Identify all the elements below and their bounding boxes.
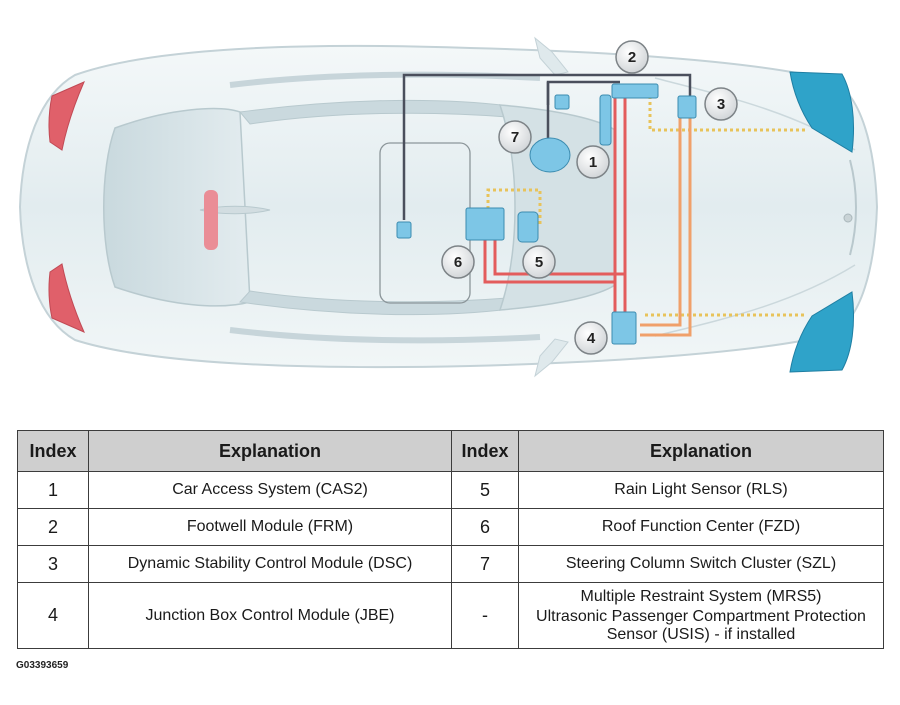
index-cell: 7 <box>451 545 519 583</box>
explanation-cell: Roof Function Center (FZD) <box>518 508 884 546</box>
header-index-a: Index <box>17 430 89 472</box>
index-cell: 4 <box>17 582 89 649</box>
header-index-b: Index <box>451 430 519 472</box>
svg-text:2: 2 <box>628 49 636 66</box>
callout-3: 3 <box>704 87 738 121</box>
index-cell: 1 <box>17 471 89 509</box>
legend-table: Index Explanation Index Explanation 1 Ca… <box>17 430 884 649</box>
table-row: 3 Dynamic Stability Control Module (DSC)… <box>17 545 884 583</box>
third-brake-light <box>204 190 218 250</box>
table-row: 1 Car Access System (CAS2) 5 Rain Light … <box>17 471 884 509</box>
header-explanation-a: Explanation <box>88 430 452 472</box>
callout-4: 4 <box>574 321 608 355</box>
explanation-cell: Steering Column Switch Cluster (SZL) <box>518 545 884 583</box>
headlight-left <box>789 71 854 153</box>
index-cell: 5 <box>451 471 519 509</box>
svg-text:7: 7 <box>511 129 519 146</box>
taillight-right <box>48 263 85 333</box>
table-header-row: Index Explanation Index Explanation <box>17 430 884 472</box>
index-cell: 3 <box>17 545 89 583</box>
index-cell: 6 <box>451 508 519 546</box>
index-cell: - <box>451 582 519 649</box>
callout-6: 6 <box>441 245 475 279</box>
figure-id: G03393659 <box>16 660 69 671</box>
table-row: 2 Footwell Module (FRM) 6 Roof Function … <box>17 508 884 546</box>
bus-orange <box>640 115 692 337</box>
callout-5: 5 <box>522 245 556 279</box>
callout-1: 1 <box>576 145 610 179</box>
explanation-cell: Rain Light Sensor (RLS) <box>518 471 884 509</box>
bus-yellow <box>486 90 806 317</box>
header-explanation-b: Explanation <box>518 430 884 472</box>
index-cell: 2 <box>17 508 89 546</box>
bus-dark <box>402 73 692 220</box>
svg-text:3: 3 <box>717 96 725 113</box>
svg-text:1: 1 <box>589 154 597 171</box>
vehicle-network-diagram: 1 2 3 4 5 6 7 <box>18 36 879 378</box>
callout-2: 2 <box>615 40 649 74</box>
explanation-cell: Car Access System (CAS2) <box>88 471 452 509</box>
taillight-left <box>48 81 85 151</box>
explanation-cell: Dynamic Stability Control Module (DSC) <box>88 545 452 583</box>
module-ecu <box>396 83 697 345</box>
explanation-cell: Footwell Module (FRM) <box>88 508 452 546</box>
explanation-cell-multi: Multiple Restraint System (MRS5) Ultraso… <box>518 582 884 649</box>
headlight-right <box>789 291 854 373</box>
explanation-line: Multiple Restraint System (MRS5) <box>580 587 822 605</box>
table-row: 4 Junction Box Control Module (JBE) - Mu… <box>17 582 884 649</box>
svg-text:4: 4 <box>587 330 596 347</box>
callout-7: 7 <box>498 120 532 154</box>
explanation-line: Ultrasonic Passenger Compartment Protect… <box>536 607 866 643</box>
explanation-cell: Junction Box Control Module (JBE) <box>88 582 452 649</box>
svg-text:5: 5 <box>535 254 543 271</box>
svg-text:6: 6 <box>454 254 462 271</box>
